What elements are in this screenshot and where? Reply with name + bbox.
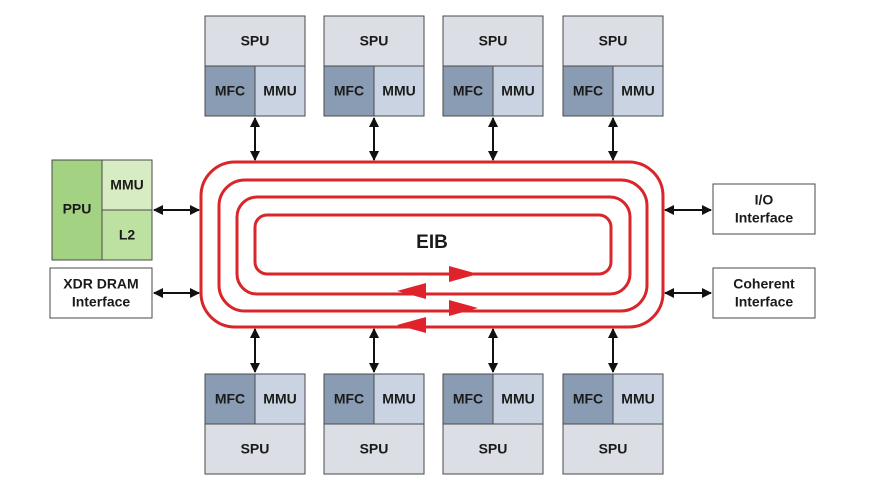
mmu-block — [254, 373, 306, 425]
ring-direction-right-arrow — [449, 266, 478, 282]
eib-label: EIB — [416, 232, 448, 253]
mmu-label: MMU — [501, 391, 534, 407]
coherent-interface: Coherent Interface — [712, 267, 816, 319]
spe-top-2: SPU MFC MMU — [323, 15, 425, 117]
spu-label: SPU — [360, 33, 389, 49]
spu-label: SPU — [241, 33, 270, 49]
mmu-label: MMU — [621, 83, 654, 99]
mfc-label: MFC — [334, 391, 364, 407]
coherent-line2: Interface — [735, 294, 794, 310]
eib-ring-2 — [217, 178, 649, 313]
mmu-block — [492, 373, 544, 425]
mmu-block — [373, 373, 425, 425]
spu-label: SPU — [360, 441, 389, 457]
mfc-block — [323, 373, 375, 425]
mfc-label: MFC — [573, 83, 603, 99]
mfc-label: MFC — [215, 83, 245, 99]
spe-bottom-2: MFC MMU SPU — [323, 373, 425, 475]
spe-top-3: SPU MFC MMU — [442, 15, 544, 117]
coherent-box — [712, 267, 816, 319]
ppu-label: PPU — [63, 201, 92, 217]
coherent-line1: Coherent — [733, 276, 795, 292]
mmu-label: MMU — [621, 391, 654, 407]
l2-cache-block — [101, 209, 153, 261]
mmu-label: MMU — [382, 391, 415, 407]
spu-label: SPU — [599, 33, 628, 49]
mmu-block — [254, 65, 306, 117]
mmu-block — [373, 65, 425, 117]
ring-direction-left-arrow — [397, 317, 426, 333]
spu-label: SPU — [479, 441, 508, 457]
spu-label: SPU — [599, 441, 628, 457]
io-interface: I/O Interface — [712, 183, 816, 235]
mmu-block — [492, 65, 544, 117]
mfc-block — [442, 65, 494, 117]
mmu-label: MMU — [501, 83, 534, 99]
spu-label: SPU — [479, 33, 508, 49]
spu-label: SPU — [241, 441, 270, 457]
ring-direction-left-arrow — [397, 283, 426, 299]
ppu-block — [51, 159, 103, 261]
ppe-mmu-label: MMU — [110, 177, 143, 193]
xdr-dram-interface: XDR DRAM Interface — [49, 267, 153, 319]
mfc-label: MFC — [453, 83, 483, 99]
mmu-label: MMU — [263, 391, 296, 407]
spe-top-4: SPU MFC MMU — [562, 15, 664, 117]
spu-block — [442, 423, 544, 475]
ring-direction-right-arrow — [449, 300, 478, 316]
mfc-block — [442, 373, 494, 425]
spu-block — [562, 15, 664, 67]
spe-bottom-4: MFC MMU SPU — [562, 373, 664, 475]
ppe-mmu-block — [101, 159, 153, 211]
io-line2: Interface — [735, 210, 794, 226]
spe-bottom-3: MFC MMU SPU — [442, 373, 544, 475]
io-line1: I/O — [755, 192, 774, 208]
mfc-block — [323, 65, 375, 117]
mfc-label: MFC — [334, 83, 364, 99]
mfc-label: MFC — [453, 391, 483, 407]
eib-ring-3 — [235, 195, 632, 296]
spu-block — [323, 15, 425, 67]
spu-block — [204, 423, 306, 475]
eib-rings: EIB — [199, 160, 665, 333]
spu-block — [323, 423, 425, 475]
xdr-dram-box — [49, 267, 153, 319]
mmu-label: MMU — [263, 83, 296, 99]
l2-label: L2 — [119, 227, 136, 243]
mmu-block — [612, 373, 664, 425]
spu-block — [562, 423, 664, 475]
eib-inner-ring — [253, 213, 613, 276]
mfc-label: MFC — [215, 391, 245, 407]
ppe-block: PPU MMU L2 — [51, 159, 153, 261]
spe-bottom-1: MFC MMU SPU — [204, 373, 306, 475]
io-box — [712, 183, 816, 235]
mfc-block — [562, 373, 614, 425]
spe-top-1: SPU MFC MMU — [204, 15, 306, 117]
mmu-block — [612, 65, 664, 117]
eib-outer-ring — [199, 160, 665, 329]
connectors — [153, 117, 712, 373]
mfc-block — [204, 65, 256, 117]
mfc-label: MFC — [573, 391, 603, 407]
xdr-line1: XDR DRAM — [63, 276, 138, 292]
mmu-label: MMU — [382, 83, 415, 99]
xdr-line2: Interface — [72, 294, 131, 310]
spu-block — [204, 15, 306, 67]
